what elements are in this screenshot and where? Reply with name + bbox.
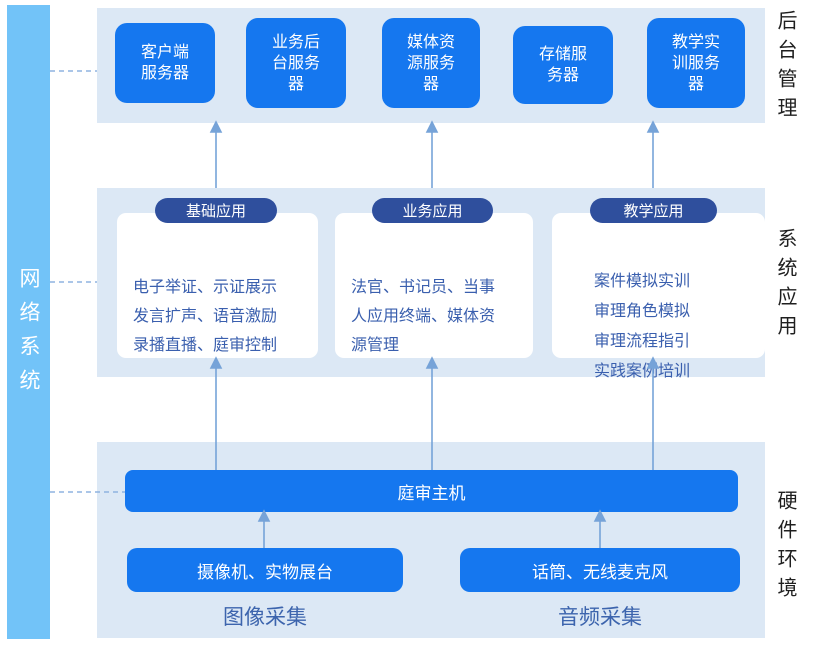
audio-capture-label: 音频采集 [558, 606, 642, 629]
server-box-label: 客户端 服务器 [140, 44, 189, 82]
app-card-text: 案件模拟实训 审理角色模拟 审理流程指引 实践案例培训 [594, 273, 691, 380]
trial-host-label: 庭审主机 [397, 483, 466, 503]
server-box-client: 客户端 服务器 [115, 23, 215, 103]
section-label-applications: 系统应用 [774, 228, 796, 344]
device-box-camera: 摄像机、实物展台 [127, 548, 403, 592]
device-box-microphone: 话筒、无线麦克风 [460, 548, 740, 592]
server-box-label: 业务后 台服务 器 [271, 33, 320, 93]
trial-host-bar: 庭审主机 [125, 470, 738, 512]
server-box-storage: 存储服 务器 [513, 26, 613, 104]
app-card-text: 电子举证、示证展示 发言扩声、语音激励 录播直播、庭审控制 [133, 279, 278, 354]
badge-business-application: 业务应用 [372, 198, 493, 223]
badge-basic-application: 基础应用 [155, 198, 277, 223]
app-card-text: 法官、书记员、当事 人应用终端、媒体资 源管理 [351, 279, 496, 354]
server-box-teaching-training: 教学实 训服务 器 [647, 18, 745, 108]
app-card-basic: 电子举证、示证展示 发言扩声、语音激励 录播直播、庭审控制 [117, 213, 318, 358]
server-box-label: 存储服 务器 [538, 46, 587, 84]
network-system-bar: 网络系统 [7, 5, 50, 639]
network-system-label: 网络系统 [17, 267, 40, 403]
section-label-backend: 后台管理 [774, 10, 796, 126]
section-label-hardware: 硬件环境 [774, 490, 796, 606]
app-card-teaching: 案件模拟实训 审理角色模拟 审理流程指引 实践案例培训 [552, 213, 765, 380]
device-box-label: 话筒、无线麦克风 [532, 562, 668, 582]
image-capture-label: 图像采集 [223, 606, 307, 629]
server-box-media-resource: 媒体资 源服务 器 [382, 18, 480, 108]
server-box-business-backend: 业务后 台服务 器 [246, 18, 346, 108]
app-card-business: 法官、书记员、当事 人应用终端、媒体资 源管理 [335, 213, 533, 358]
badge-teaching-application: 教学应用 [590, 198, 717, 223]
device-box-label: 摄像机、实物展台 [197, 562, 333, 582]
server-box-label: 教学实 训服务 器 [671, 33, 720, 93]
server-box-label: 媒体资 源服务 器 [406, 33, 455, 93]
